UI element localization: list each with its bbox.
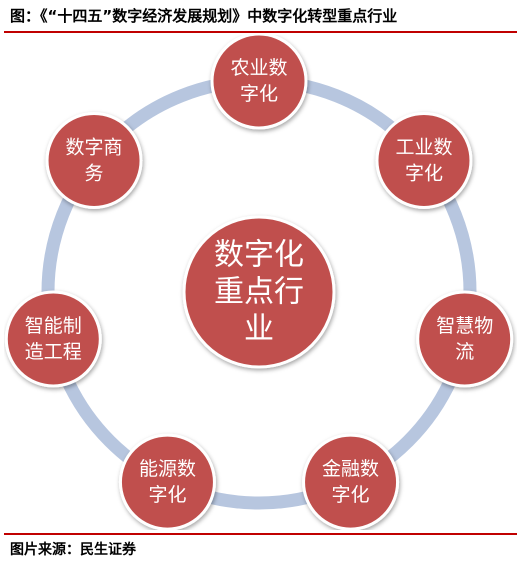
node-agriculture-label: 农业数 xyxy=(230,57,287,79)
node-industry-label: 工业数 xyxy=(395,136,452,158)
node-agriculture-label: 字化 xyxy=(240,83,278,105)
center-node-circle xyxy=(182,215,336,369)
node-logistics-label: 智慧物 xyxy=(436,315,493,337)
node-commerce-circle xyxy=(45,111,143,209)
center-node-label: 业 xyxy=(244,312,274,347)
node-finance-circle xyxy=(302,433,400,530)
node-finance-label: 金融数 xyxy=(322,458,379,480)
node-finance-label: 字化 xyxy=(332,484,370,506)
node-energy-label: 字化 xyxy=(148,484,186,506)
node-industry-label: 字化 xyxy=(405,162,443,184)
node-commerce-label: 数字商 xyxy=(66,136,123,158)
node-industry-circle xyxy=(375,111,473,209)
node-energy-circle xyxy=(118,433,216,530)
node-manufacturing-label: 智能制 xyxy=(25,315,82,337)
figure-title: 图：《“十四五”数字经济发展规划》中数字化转型重点行业 xyxy=(4,0,517,33)
node-manufacturing-label: 造工程 xyxy=(25,341,82,363)
cycle-diagram: 农业数字化工业数字化智慧物流金融数字化能源数字化智能制造工程数字商务 数字化重点… xyxy=(4,35,517,530)
node-manufacturing-circle xyxy=(4,290,102,388)
node-logistics-circle xyxy=(416,290,514,388)
node-logistics-label: 流 xyxy=(455,341,474,363)
node-agriculture-circle xyxy=(210,35,308,130)
center-node-label: 重点行 xyxy=(214,275,304,310)
node-commerce-label: 务 xyxy=(85,162,104,184)
center-node-label: 数字化 xyxy=(214,238,304,273)
node-energy-label: 能源数 xyxy=(139,458,196,480)
source-note: 图片来源：民生证券 xyxy=(4,533,517,563)
